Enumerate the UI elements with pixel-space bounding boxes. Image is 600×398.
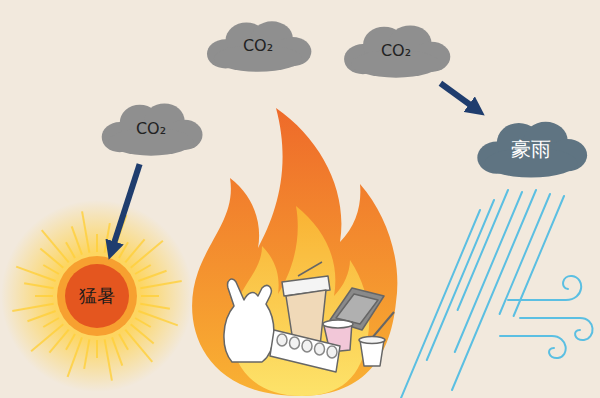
fire-illustration [192,108,397,396]
sun-core: 猛暑 [65,264,129,328]
co2-effect-arrow [112,164,140,251]
rain-cloud: 豪雨 [470,118,592,180]
co2-effect-arrow [440,83,477,110]
co2-cloud: CO₂ [200,18,316,74]
node-label: CO₂ [243,37,273,55]
node-label: CO₂ [136,120,166,138]
plastic-trash-illustration [224,262,394,372]
node-label: 猛暑 [79,286,115,306]
co2-cloud: CO₂ [95,100,207,158]
rain-lines [396,190,564,398]
co2-cloud: CO₂ [337,22,455,80]
node-label: CO₂ [381,42,411,60]
sun-illustration [1,200,193,392]
wind-swirls [500,276,593,358]
node-label: 豪雨 [511,138,551,160]
